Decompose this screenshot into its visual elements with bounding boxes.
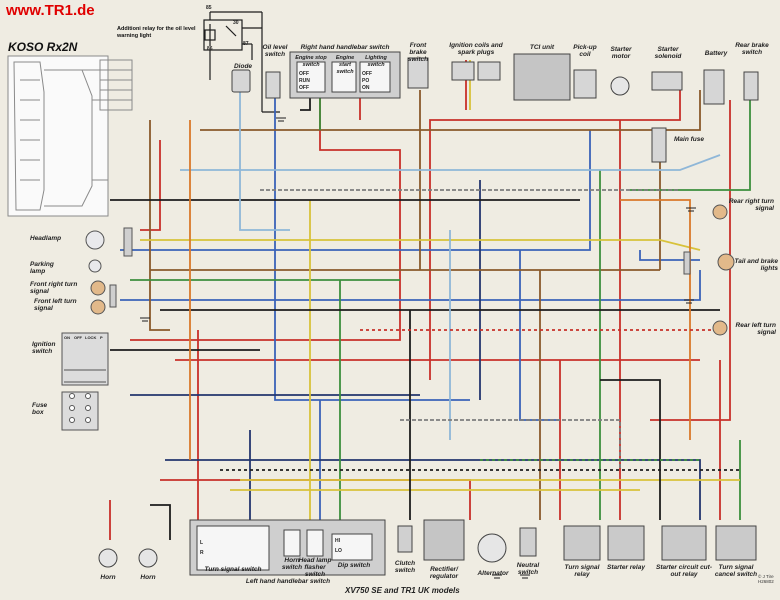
label-headlamp-flasher: Head lamp flasher switch <box>298 557 332 578</box>
ignition-state-on: ON <box>64 335 70 340</box>
ground-symbols <box>140 117 696 579</box>
ignition-state-p: P <box>100 335 103 340</box>
right-lamps <box>683 204 735 336</box>
label-starter-solenoid: Starter solenoid <box>654 46 682 60</box>
label-starter-motor: Starter motor <box>610 46 632 60</box>
engine-stop-state-2: RUN <box>299 78 310 84</box>
top-components <box>231 51 759 163</box>
label-diode: Diode <box>233 63 253 70</box>
engine-stop-state-3: OFF <box>299 85 309 91</box>
label-neutral-switch: Neutral switch <box>516 562 540 576</box>
diagram-footer: XV750 SE and TR1 UK models <box>345 586 460 595</box>
label-engine-stop-switch: Engine stop switch <box>295 55 327 68</box>
label-front-right-turn: Front right turn signal <box>30 281 78 295</box>
label-right-handlebar-switch: Right hand handlebar switch <box>300 44 390 51</box>
label-turn-signal-relay: Turn signal relay <box>564 564 600 578</box>
label-oil-level-switch: Oil level switch <box>262 44 288 58</box>
label-alternator: Alternator <box>477 570 509 577</box>
relay-pin-30: 30 <box>233 20 239 26</box>
label-horn-2: Horn <box>140 574 156 581</box>
ignition-fuse-blocks <box>61 332 109 431</box>
koso-label: KOSO Rx2N <box>8 40 78 54</box>
relay <box>203 11 280 113</box>
label-tail-brake: Tail and brake lights <box>734 258 778 272</box>
label-fuse-box: Fuse box <box>32 402 48 416</box>
label-main-fuse: Main fuse <box>674 136 704 143</box>
ignition-state-off: OFF <box>74 335 82 340</box>
label-engine-start-switch: Engine start switch <box>335 55 355 75</box>
label-parking-lamp: Parking lamp <box>30 261 54 275</box>
koso-dashboard-drawing <box>7 55 133 217</box>
label-ignition-switch: Ignition switch <box>32 341 56 355</box>
label-dip-switch: Dip switch <box>337 562 371 569</box>
label-turn-signal-switch: Turn signal switch <box>204 566 262 573</box>
label-starter-cutout-relay: Starter circuit cut-out relay <box>656 564 712 578</box>
left-lamps <box>85 227 133 315</box>
label-rear-brake-switch: Rear brake switch <box>735 42 769 56</box>
relay-pin-85: 85 <box>206 5 212 11</box>
site-brand: www.TR1.de <box>6 2 95 19</box>
ignition-state-lock: LOCK <box>85 335 97 340</box>
label-tci-unit: TCI unit <box>529 44 555 51</box>
bottom-components <box>98 519 757 576</box>
lighting-state-2: PO <box>362 78 370 84</box>
relay-pin-87: 87 <box>243 41 249 47</box>
label-left-handlebar-switch: Left hand handlebar switch <box>245 578 331 585</box>
label-rectifier: Rectifier/ regulator <box>429 566 459 580</box>
label-rear-left-turn: Rear left turn signal <box>735 322 776 336</box>
wire-harness <box>109 60 751 540</box>
engine-stop-state-1: OFF <box>299 71 309 77</box>
label-front-left-turn: Front left turn signal <box>34 298 77 312</box>
diagram-credit: © J Tire H26802 <box>758 574 774 584</box>
label-starter-relay: Starter relay <box>607 564 645 571</box>
dip-state-lo: LO <box>335 548 342 554</box>
dip-state-hi: HI <box>335 538 340 544</box>
label-ignition-coils: Ignition coils and spark plugs <box>449 42 503 56</box>
turn-state-r: R <box>200 550 204 556</box>
label-battery: Battery <box>704 50 728 57</box>
label-horn-switch: Horn switch <box>281 557 303 571</box>
relay-note: Additioni relay for the oil level warnin… <box>117 26 196 39</box>
turn-state-l: L <box>200 540 204 546</box>
label-pickup-coil: Pick-up coil <box>573 44 597 58</box>
label-turn-signal-cancel: Turn signal cancel switch <box>714 564 758 578</box>
relay-pin-86: 86 <box>207 46 213 52</box>
lighting-state-3: ON <box>362 85 370 91</box>
label-front-brake-switch: Front brake switch <box>407 42 429 63</box>
label-rear-right-turn: Rear right turn signal <box>728 198 774 212</box>
label-headlamp: Headlamp <box>30 235 62 242</box>
label-clutch-switch: Clutch switch <box>394 560 416 574</box>
label-lighting-switch: Lighting switch <box>365 55 387 68</box>
lighting-state-1: OFF <box>362 71 372 77</box>
label-horn-1: Horn <box>100 574 116 581</box>
